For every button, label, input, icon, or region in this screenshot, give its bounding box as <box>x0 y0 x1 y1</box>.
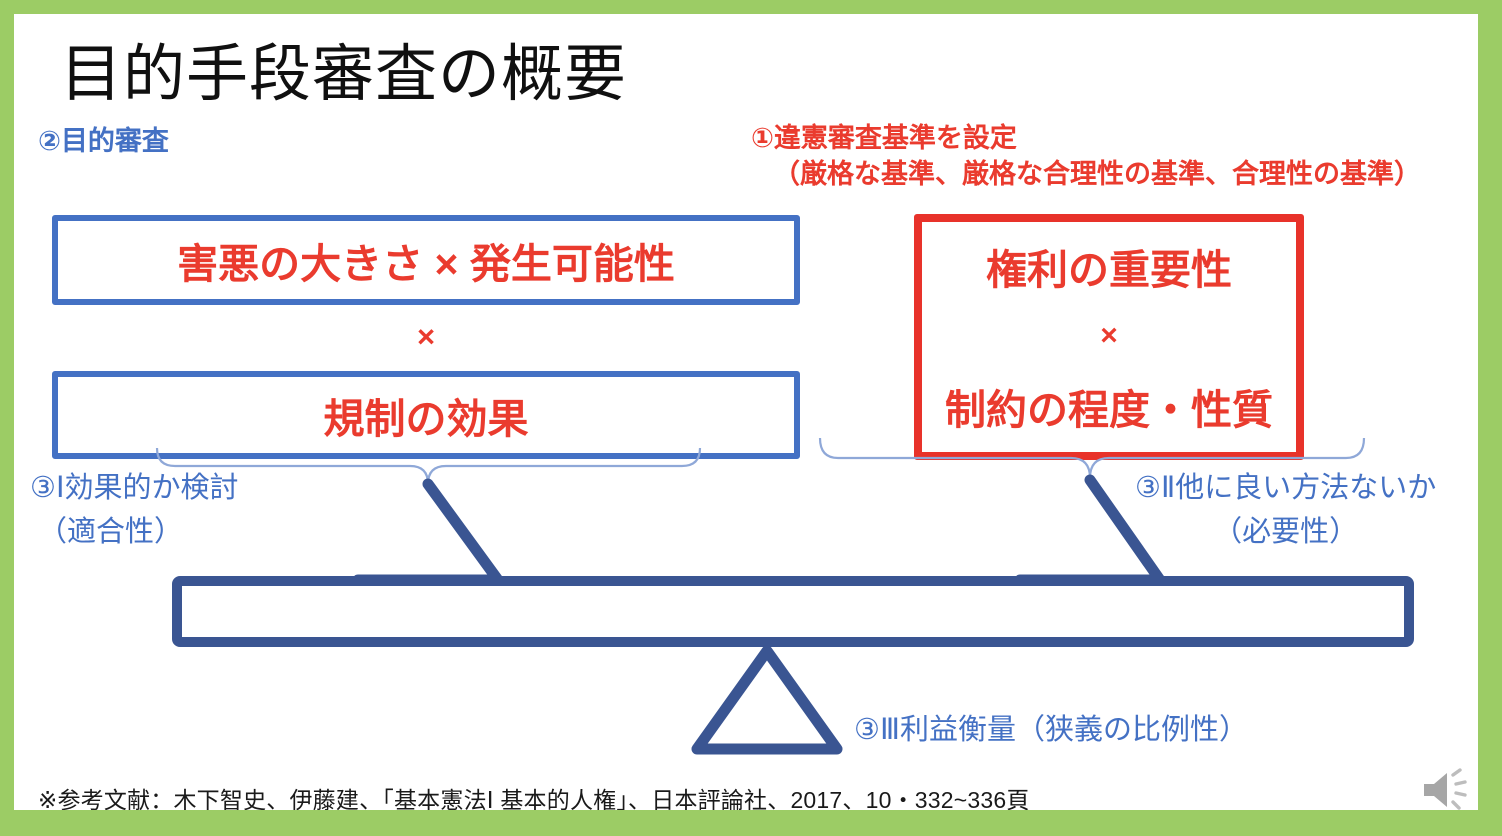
box-regulation-effect: 規制の効果 <box>52 371 800 459</box>
speaker-icon[interactable] <box>1420 766 1478 810</box>
box-harm-label: 害悪の大きさ × 発生可能性 <box>177 241 675 287</box>
footnote-reference: ※参考文献：木下智史、伊藤建、「基本憲法Ⅰ 基本的人権」、日本評論社、2017、… <box>38 787 1030 810</box>
pivot-triangle-bottom <box>691 645 843 755</box>
annotation-step1: ①違憲審査基準を設定 （厳格な基準、厳格な合理性の基準、合理性の基準） <box>751 120 1421 192</box>
box-harm-magnitude: 害悪の大きさ × 発生可能性 <box>52 215 800 305</box>
balance-beam <box>172 576 1414 647</box>
speaker-body <box>1424 773 1447 807</box>
page-title: 目的手段審査の概要 <box>60 40 628 109</box>
box-right-multiplier: × <box>1100 319 1118 352</box>
annotation-step2: ②目的審査 <box>38 126 169 156</box>
annotation-step3-2-line2: （必要性） <box>1213 516 1359 548</box>
annotation-step3-1-line2: （適合性） <box>38 516 184 548</box>
box-right-red: 権利の重要性 × 制約の程度・性質 <box>914 214 1304 460</box>
annotation-step3-1-line1: ③Ⅰ効果的か検討 <box>30 472 239 504</box>
annotation-step1-line1: ①違憲審査基準を設定 <box>751 123 1017 153</box>
box-right-line1: 権利の重要性 <box>986 247 1232 293</box>
annotation-step3-1: ③Ⅰ効果的か検討 （適合性） <box>30 466 239 554</box>
slide-canvas: 目的手段審査の概要 ②目的審査 ①違憲審査基準を設定 （厳格な基準、厳格な合理性… <box>14 14 1478 810</box>
box-effect-label: 規制の効果 <box>323 396 529 442</box>
annotation-step1-line2: （厳格な基準、厳格な合理性の基準、合理性の基準） <box>773 159 1421 189</box>
annotation-step3-2-line1: ③Ⅱ他に良い方法ないか <box>1135 472 1437 504</box>
speaker-waves <box>1451 768 1467 810</box>
annotation-step3-3: ③Ⅲ利益衡量（狭義の比例性） <box>854 714 1248 746</box>
box-right-line2: 制約の程度・性質 <box>945 387 1273 433</box>
annotation-step3-2: ③Ⅱ他に良い方法ないか （必要性） <box>1135 466 1436 554</box>
fulcrum-triangle-left <box>352 478 504 586</box>
multiplier-left: × <box>416 319 436 354</box>
